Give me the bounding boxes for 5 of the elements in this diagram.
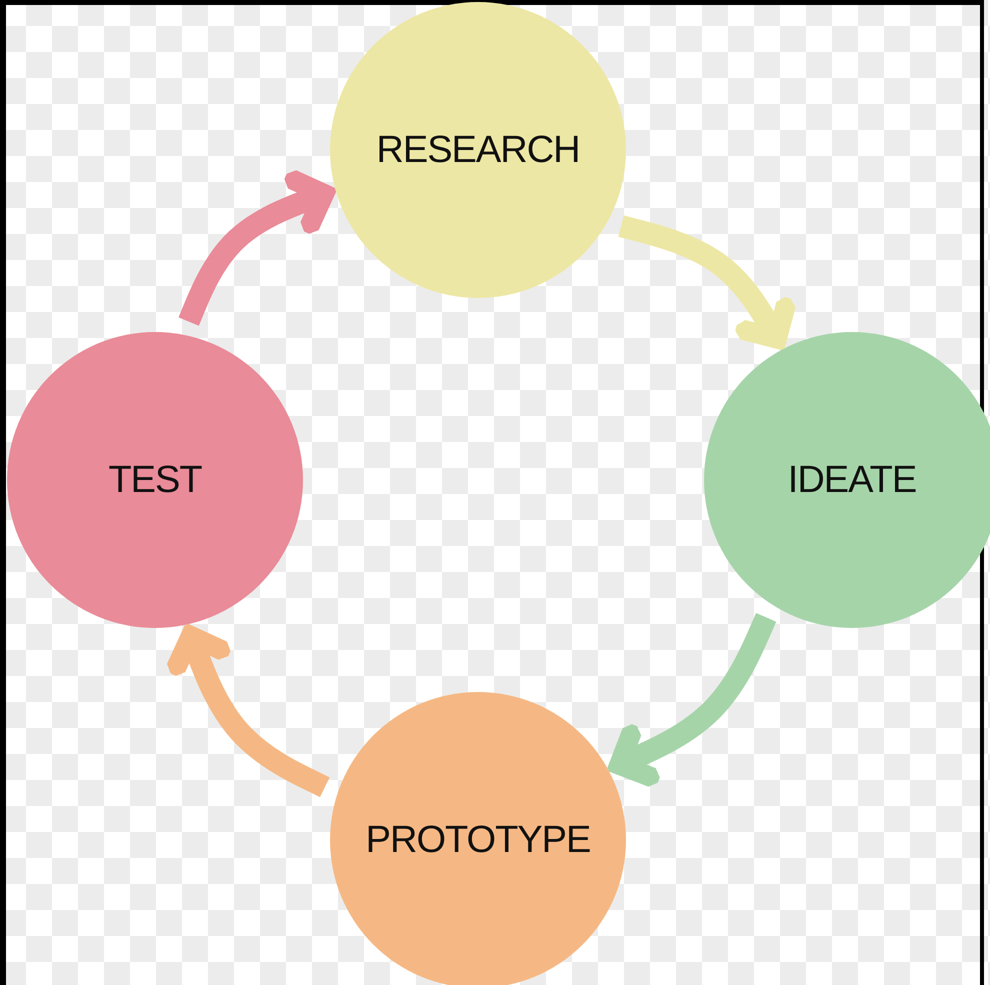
- stage-label: PROTOTYPE: [366, 818, 590, 862]
- stage-label: IDEATE: [788, 458, 916, 502]
- stage-label: RESEARCH: [376, 128, 580, 172]
- curved-arrow: [618, 215, 798, 349]
- stage-label: TEST: [108, 458, 202, 502]
